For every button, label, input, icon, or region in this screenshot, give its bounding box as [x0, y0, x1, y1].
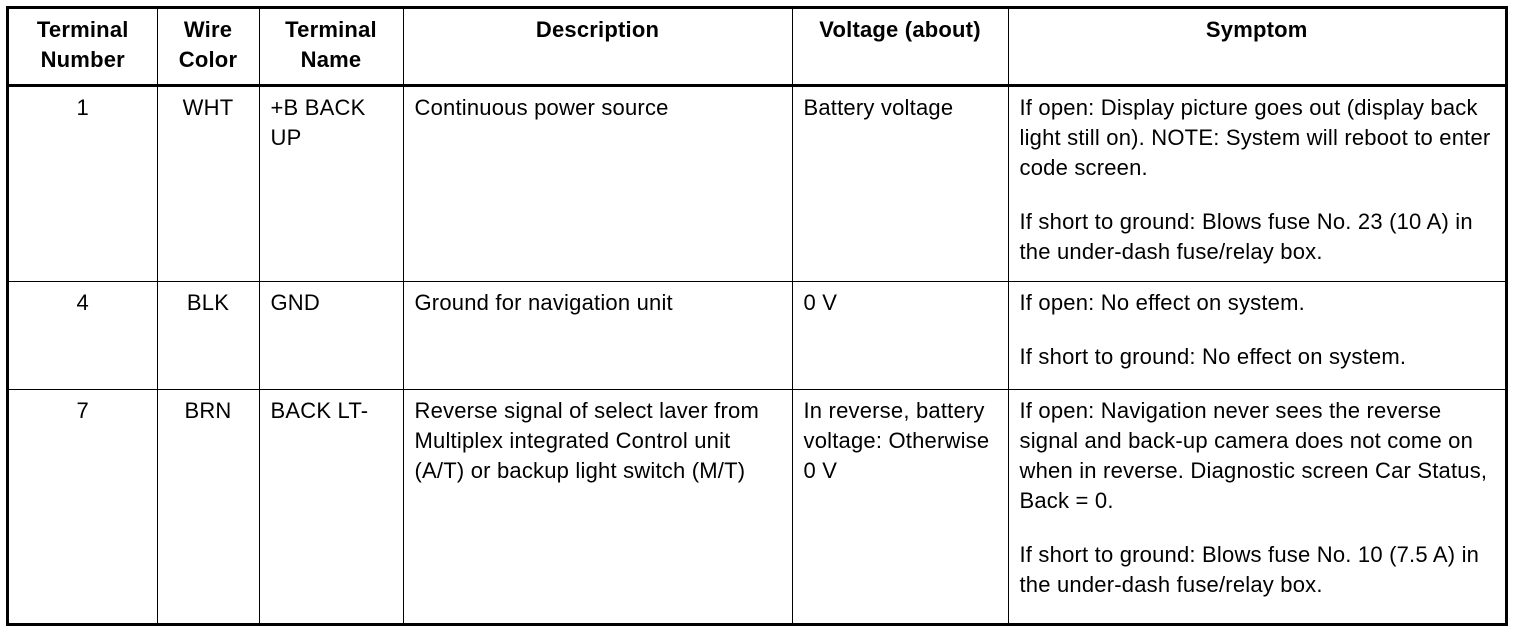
header-terminal-number: Terminal Number	[9, 9, 158, 87]
header-terminal-number-line2: Number	[40, 47, 125, 72]
symptom-short: If short to ground: Blows fuse No. 10 (7…	[1019, 541, 1480, 597]
terminal-table: Terminal Number Wire Color Terminal Name…	[9, 9, 1505, 623]
cell-wire-color: BLK	[156, 280, 260, 390]
cell-terminal-number: 4	[9, 280, 158, 390]
symptom-short: If short to ground: Blows fuse No. 23 (1…	[1019, 208, 1473, 264]
cell-description: Continuous power source	[402, 84, 793, 282]
header-terminal-name: Terminal Name	[258, 9, 404, 87]
cell-voltage: In reverse, battery voltage: Otherwise 0…	[791, 388, 1009, 623]
header-symptom: Symptom	[1007, 9, 1505, 87]
cell-terminal-name: GND	[258, 280, 404, 390]
header-row: Terminal Number Wire Color Terminal Name…	[9, 9, 1505, 87]
header-terminal-name-line2: Name	[300, 47, 362, 72]
cell-symptom: If open: Navigation never sees the rever…	[1007, 388, 1505, 623]
header-terminal-name-line1: Terminal	[285, 17, 377, 42]
symptom-short: If short to ground: No effect on system.	[1019, 343, 1407, 369]
cell-voltage: Battery voltage	[791, 84, 1009, 282]
header-wire-color: Wire Color	[156, 9, 260, 87]
table-row: 4 BLK GND Ground for navigation unit 0 V…	[9, 280, 1505, 390]
cell-symptom: If open: No effect on system. If short t…	[1007, 280, 1505, 390]
header-wire-color-line1: Wire	[183, 17, 233, 42]
cell-terminal-name: +B BACK UP	[258, 84, 404, 282]
cell-symptom: If open: Display picture goes out (displ…	[1007, 84, 1505, 282]
symptom-open: If open: No effect on system.	[1019, 289, 1305, 315]
table-row: 7 BRN BACK LT- Reverse signal of select …	[9, 388, 1505, 623]
cell-terminal-name: BACK LT-	[258, 388, 404, 623]
table-row: 1 WHT +B BACK UP Continuous power source…	[9, 84, 1505, 282]
header-voltage: Voltage (about)	[791, 9, 1009, 87]
header-wire-color-line2: Color	[178, 47, 238, 72]
symptom-open: If open: Display picture goes out (displ…	[1019, 94, 1491, 180]
terminal-table-frame: Terminal Number Wire Color Terminal Name…	[6, 6, 1508, 626]
header-description: Description	[402, 9, 793, 87]
cell-voltage: 0 V	[791, 280, 1009, 390]
cell-description: Reverse signal of select laver from Mult…	[402, 388, 793, 623]
cell-terminal-number: 7	[9, 388, 158, 623]
cell-wire-color: BRN	[156, 388, 260, 623]
cell-wire-color: WHT	[156, 84, 260, 282]
cell-terminal-number: 1	[9, 84, 158, 282]
cell-description: Ground for navigation unit	[402, 280, 793, 390]
symptom-open: If open: Navigation never sees the rever…	[1019, 397, 1488, 513]
header-terminal-number-line1: Terminal	[36, 17, 129, 42]
